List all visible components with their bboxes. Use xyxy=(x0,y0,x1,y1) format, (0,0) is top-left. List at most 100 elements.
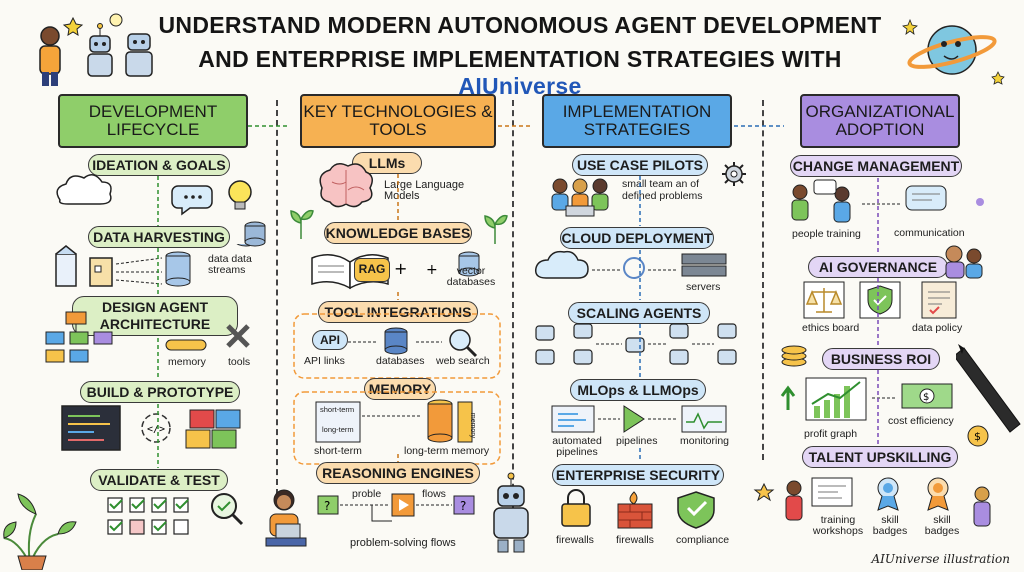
label-profit-graph: profit graph xyxy=(804,428,858,440)
robot-icon xyxy=(493,472,529,553)
banner-development-lifecycle: DEVELOPMENT LIFECYCLE xyxy=(58,94,248,148)
upskilling-icons xyxy=(753,477,991,527)
label-skill-badges-1: skill badges xyxy=(872,514,908,537)
step-data-harvesting: DATA HARVESTING xyxy=(88,226,230,248)
step-llms: LLMs xyxy=(352,152,422,174)
governance-icons xyxy=(803,281,957,319)
label-training-workshops: training workshops xyxy=(812,514,864,537)
api-badge: API xyxy=(312,330,348,350)
svg-text:+: + xyxy=(426,262,438,278)
label-flows: flows xyxy=(422,488,446,500)
rag-badge: RAG xyxy=(354,258,390,282)
step-memory: MEMORY xyxy=(364,378,436,400)
step-build-prototype: BUILD & PROTOTYPE xyxy=(80,381,240,403)
label-problem-solving-flows: problem-solving flows xyxy=(350,537,456,549)
team-pilot-icon xyxy=(551,178,609,217)
memory-frame xyxy=(293,391,501,465)
step-knowledge-bases: KNOWLEDGE BASES xyxy=(324,222,472,244)
step-cloud-deployment: CLOUD DEPLOYMENT xyxy=(560,227,714,249)
tag-long-term: long-term xyxy=(322,425,354,434)
scaling-agents-icon xyxy=(535,323,737,365)
data-sources-icon xyxy=(55,244,250,287)
label-communication: communication xyxy=(894,227,965,239)
coins-icon xyxy=(781,345,807,367)
step-use-case-pilots: USE CASE PILOTS xyxy=(572,154,708,176)
label-api-links: API links xyxy=(304,355,345,367)
people-icon xyxy=(945,245,983,279)
label-vector-databases: vector databases xyxy=(446,265,496,288)
security-icons xyxy=(561,489,715,529)
label-cost-efficiency: cost efficiency xyxy=(888,415,954,427)
column-divider-3 xyxy=(762,100,764,460)
tag-short-term: short-term xyxy=(320,405,355,414)
label-firewalls-1: firewalls xyxy=(556,534,594,546)
label-compliance: compliance xyxy=(676,534,730,546)
label-firewalls-2: firewalls xyxy=(616,534,654,546)
brain-icon xyxy=(319,163,373,208)
step-change-management: CHANGE MANAGEMENT xyxy=(790,155,962,177)
step-design-agent-architecture: DESIGN AGENT ARCHITECTURE xyxy=(72,296,238,336)
label-pipelines: pipelines xyxy=(616,435,658,447)
banner-key-technologies: KEY TECHNOLOGIES & TOOLS xyxy=(300,94,496,148)
step-enterprise-security: ENTERPRISE SECURITY xyxy=(552,464,724,486)
label-databases: databases xyxy=(376,355,425,367)
svg-text:$: $ xyxy=(974,430,981,443)
label-people-training: people training xyxy=(792,228,861,240)
svg-text:$: $ xyxy=(923,392,929,403)
step-ideation-goals: IDEATION & GOALS xyxy=(88,154,230,176)
code-prototype-icon: </> xyxy=(61,405,241,451)
label-proble: proble xyxy=(352,488,382,500)
label-data-streams: data data streams xyxy=(208,253,252,276)
step-reasoning-engines: REASONING ENGINES xyxy=(316,462,480,484)
label-small-team: small team an of defined problems xyxy=(622,178,703,202)
sprout-icon xyxy=(484,214,508,244)
label-ethics-board: ethics board xyxy=(802,322,860,334)
label-tools: tools xyxy=(228,356,251,368)
svg-text:</>: </> xyxy=(147,424,165,435)
mlops-pipeline-icon xyxy=(551,405,727,433)
step-business-roi: BUSINESS ROI xyxy=(822,348,940,370)
person-laptop-icon xyxy=(265,489,307,547)
label-web-search: web search xyxy=(436,355,490,367)
step-mlops-llmops: MLOps & LLMOps xyxy=(570,379,706,401)
cloud-deployment-icon xyxy=(534,250,727,279)
svg-text:+: + xyxy=(394,259,407,278)
step-scaling-agents: SCALING AGENTS xyxy=(568,302,710,324)
title-prefix: AND ENTERPRISE IMPLEMENTATION STRATEGIES… xyxy=(198,46,842,72)
label-monitoring: monitoring xyxy=(680,435,730,447)
sprout-icon xyxy=(290,209,314,239)
column-divider-1 xyxy=(276,100,278,505)
architecture-diagram-icon xyxy=(45,311,250,363)
label-large-language-models: Large Language Models xyxy=(384,179,465,202)
column-divider-2 xyxy=(512,100,514,520)
step-ai-governance: AI GOVERNANCE xyxy=(808,256,948,278)
gear-icon xyxy=(722,162,746,186)
validation-checklist-icon xyxy=(3,493,244,570)
planet-icon xyxy=(902,18,1005,85)
label-servers: servers xyxy=(686,281,721,293)
step-tool-integrations: TOOL INTEGRATIONS xyxy=(318,301,478,323)
label-skill-badges-2: skill badges xyxy=(924,514,960,537)
label-short-term: short-term xyxy=(314,445,362,457)
svg-text:?: ? xyxy=(460,499,466,513)
change-management-icon xyxy=(791,179,984,223)
label-data-policy: data policy xyxy=(912,322,963,334)
reasoning-flow-icon: ? ? xyxy=(317,493,475,522)
label-automated-pipelines: automated pipelines xyxy=(552,435,602,458)
step-validate-test: VALIDATE & TEST xyxy=(90,469,228,491)
page-title-line-1: UNDERSTAND MODERN AUTONOMOUS AGENT DEVEL… xyxy=(158,12,882,38)
label-long-term-memory: long-term memory xyxy=(404,445,490,457)
marker-pen-icon: $ xyxy=(956,344,1021,447)
step-talent-upskilling: TALENT UPSKILLING xyxy=(802,446,958,468)
roi-icons: $ xyxy=(780,377,953,421)
page-title-line-2: AND ENTERPRISE IMPLEMENTATION STRATEGIES… xyxy=(150,46,890,100)
database-icon xyxy=(244,221,266,247)
thought-cloud-icon xyxy=(56,174,252,216)
banner-organizational-adoption: ORGANIZATIONAL ADOPTION xyxy=(800,94,960,148)
banner-implementation-strategies: IMPLEMENTATION STRATEGIES xyxy=(542,94,732,148)
team-robots-illustration xyxy=(39,13,153,86)
illustration-credit: AIUniverse illustration xyxy=(871,552,1010,566)
label-memory: memory xyxy=(168,356,206,368)
svg-text:?: ? xyxy=(324,499,330,513)
